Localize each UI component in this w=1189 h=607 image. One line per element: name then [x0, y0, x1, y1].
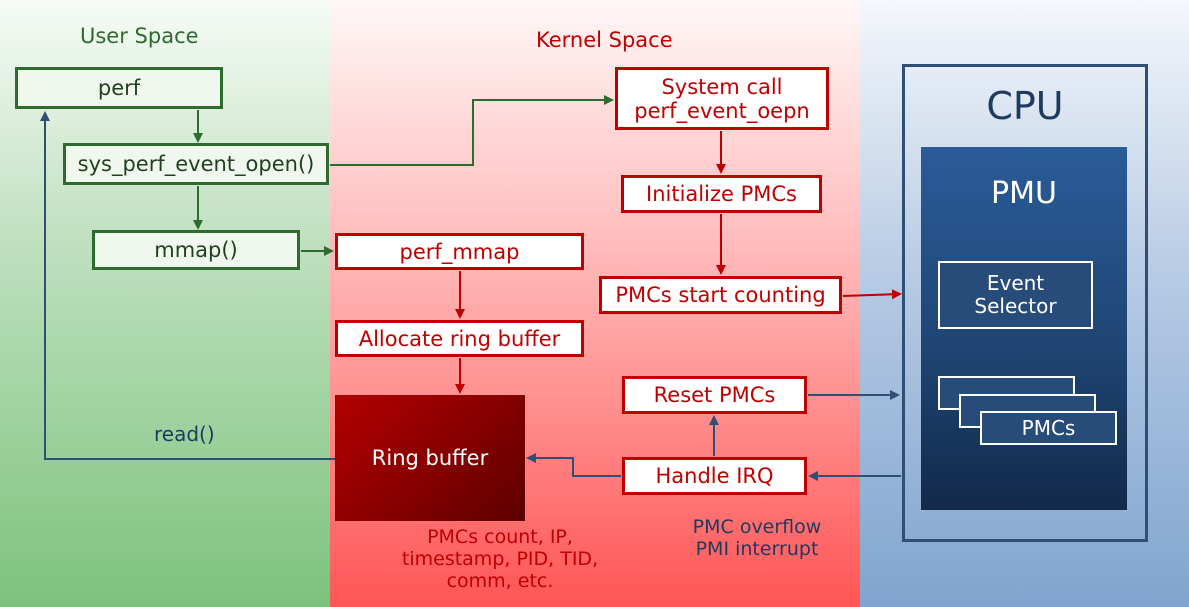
overflow-note-line2: PMI interrupt	[695, 538, 819, 560]
pmcs-label: PMCs	[1021, 416, 1076, 440]
ring-buffer-label: Ring buffer	[371, 446, 489, 470]
read-label: read()	[154, 422, 215, 446]
arrow-sys-open-to-kernel	[330, 95, 614, 166]
cpu-box	[902, 64, 1148, 542]
event-selector-box: Event Selector	[938, 261, 1093, 329]
reset-pmcs-label: Reset PMCs	[653, 383, 776, 407]
perf-label: perf	[97, 76, 141, 100]
event-selector-line1: Event	[986, 271, 1045, 295]
ring-buffer-note-line1: PMCs count, IP,	[427, 526, 573, 548]
system-call-box: System call perf_event_oepn	[615, 67, 829, 130]
sys-perf-event-open-label: sys_perf_event_open()	[77, 152, 315, 176]
pmc-card-front: PMCs	[980, 411, 1117, 445]
event-selector-line2: Selector	[974, 294, 1057, 318]
initialize-pmcs-label: Initialize PMCs	[646, 182, 797, 206]
overflow-note-line1: PMC overflow	[692, 516, 822, 538]
arrow-irq-to-ring	[526, 453, 621, 477]
arrow-start-to-cpu	[842, 289, 902, 300]
handle-irq-box: Handle IRQ	[622, 457, 807, 495]
initialize-pmcs-box: Initialize PMCs	[621, 175, 822, 213]
pmcs-start-counting-label: PMCs start counting	[615, 283, 826, 307]
sys-perf-event-open-box: sys_perf_event_open()	[63, 143, 329, 185]
system-call-line2: perf_event_oepn	[634, 98, 810, 123]
pmcs-start-counting-box: PMCs start counting	[599, 276, 842, 314]
ring-buffer-note-line2: timestamp, PID, TID,	[401, 548, 599, 570]
system-call-line1: System call	[661, 74, 783, 99]
allocate-ring-buffer-box: Allocate ring buffer	[335, 320, 584, 357]
mmap-label: mmap()	[154, 238, 238, 262]
cpu-title: CPU	[986, 84, 1064, 128]
ring-buffer-note-line3: comm, etc.	[446, 570, 554, 592]
ring-buffer-box: Ring buffer	[335, 395, 525, 521]
ring-buffer-contents-note: PMCs count, IP, timestamp, PID, TID, com…	[388, 526, 612, 592]
pmu-title: PMU	[991, 176, 1057, 211]
arrow-ring-to-perf-read	[40, 111, 335, 460]
allocate-ring-buffer-label: Allocate ring buffer	[358, 326, 561, 351]
user-space-title: User Space	[80, 24, 199, 48]
perf-mmap-box: perf_mmap	[335, 233, 584, 270]
reset-pmcs-box: Reset PMCs	[622, 376, 807, 414]
perf-box: perf	[15, 67, 223, 109]
handle-irq-label: Handle IRQ	[655, 464, 774, 488]
mmap-box: mmap()	[92, 230, 300, 270]
kernel-space-title: Kernel Space	[536, 28, 673, 52]
pmc-overflow-note: PMC overflow PMI interrupt	[676, 516, 838, 560]
perf-mmap-label: perf_mmap	[399, 239, 520, 264]
